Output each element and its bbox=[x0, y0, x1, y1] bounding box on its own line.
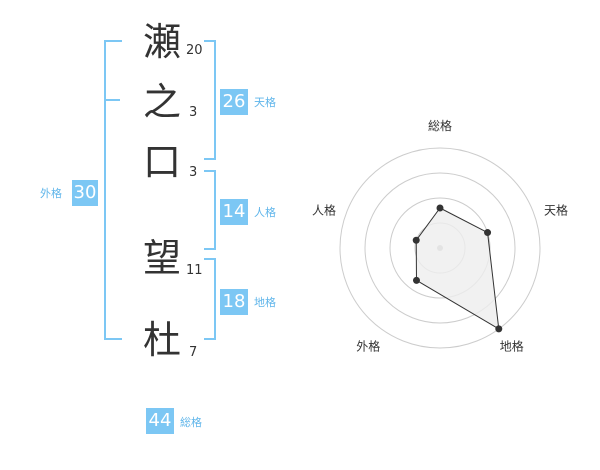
stroke-count-2: 3 bbox=[189, 105, 198, 120]
name-char-2: 之 bbox=[142, 80, 181, 124]
radar-polygon bbox=[415, 207, 500, 330]
gaikaku-bracket bbox=[104, 40, 122, 340]
stroke-count-1: 20 bbox=[186, 43, 203, 58]
name-char-1: 瀬 bbox=[142, 20, 181, 64]
radar-axis-label-5: 人格 bbox=[312, 202, 336, 217]
jinkaku-label: 人格 bbox=[254, 206, 276, 219]
stroke-count-3: 3 bbox=[189, 165, 198, 180]
radar-axis-label-2: 天格 bbox=[544, 202, 568, 217]
radar-axis-label-4: 外格 bbox=[356, 339, 380, 354]
radar-axis-label-3: 地格 bbox=[500, 339, 524, 354]
radar-value-polygon bbox=[415, 207, 500, 330]
gaikaku-bracket-tick bbox=[104, 99, 120, 101]
gaikaku-label: 外格 bbox=[40, 187, 62, 200]
name-char-4: 望 bbox=[142, 236, 181, 280]
chikaku-badge: 18 bbox=[220, 289, 248, 315]
radar-point-5 bbox=[412, 236, 420, 244]
radar-point-3 bbox=[495, 325, 503, 333]
radar-ring bbox=[389, 197, 491, 299]
name-char-5: 杜 bbox=[142, 318, 181, 362]
radar-ring bbox=[339, 147, 541, 349]
radar-ring bbox=[364, 172, 516, 324]
chikaku-bracket bbox=[204, 258, 216, 340]
radar-point-2 bbox=[484, 229, 492, 237]
soukaku-label: 総格 bbox=[180, 416, 202, 429]
tenkaku-bracket bbox=[204, 40, 216, 160]
radar-point-4 bbox=[412, 276, 420, 284]
gaikaku-badge: 30 bbox=[72, 180, 98, 206]
radar-axis-label-1: 総格 bbox=[428, 118, 452, 133]
jinkaku-bracket bbox=[204, 170, 216, 250]
soukaku-badge: 44 bbox=[146, 408, 174, 434]
radar-points bbox=[412, 204, 503, 333]
stroke-count-5: 7 bbox=[189, 345, 198, 360]
stroke-count-4: 11 bbox=[186, 263, 203, 278]
radar-point-1 bbox=[436, 204, 444, 212]
chikaku-label: 地格 bbox=[254, 296, 276, 309]
tenkaku-badge: 26 bbox=[220, 89, 248, 115]
tenkaku-label: 天格 bbox=[254, 96, 276, 109]
jinkaku-badge: 14 bbox=[220, 199, 248, 225]
name-char-3: 口 bbox=[142, 140, 181, 184]
